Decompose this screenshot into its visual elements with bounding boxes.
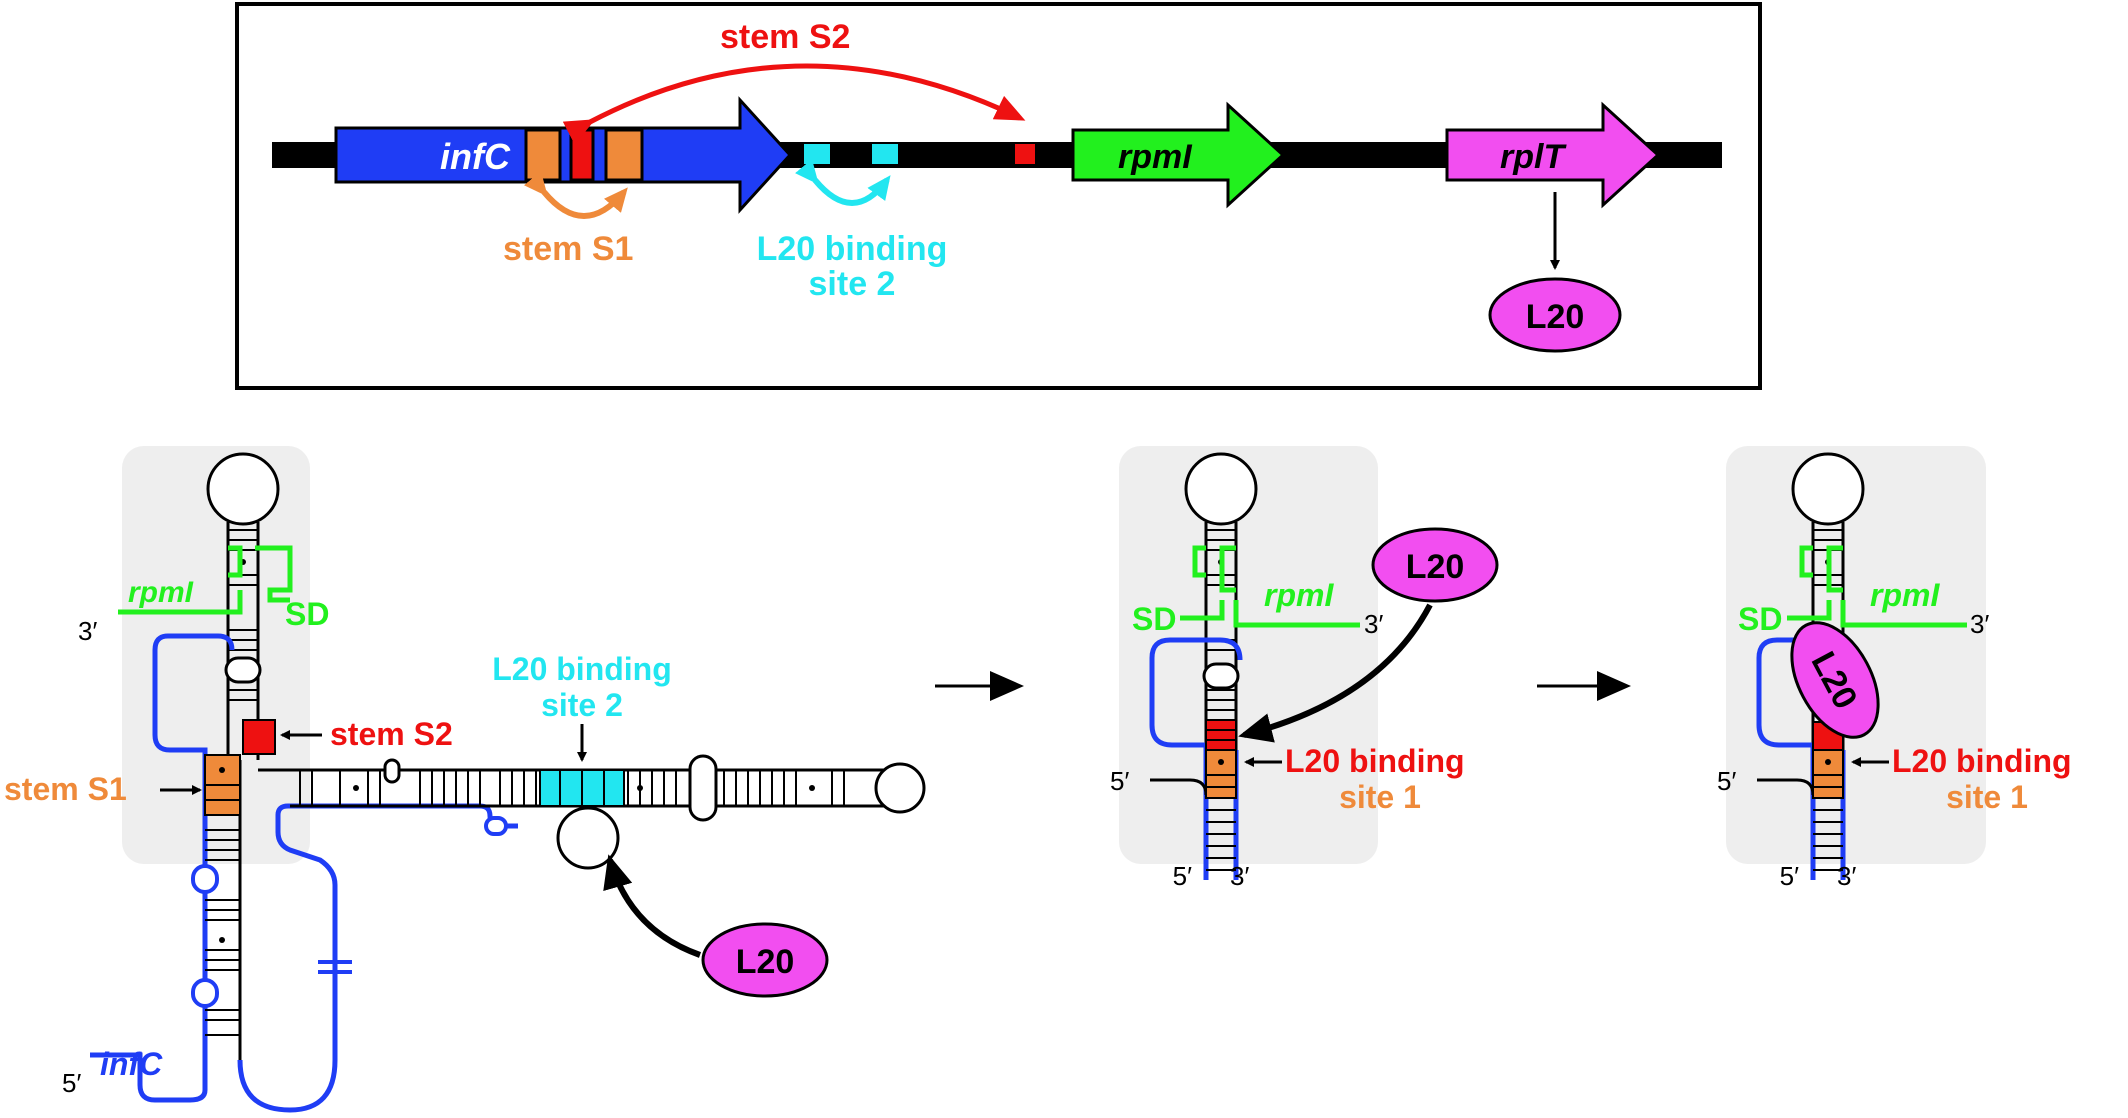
panel1-three-prime: 3′ (78, 616, 97, 646)
panel1-site2-label-line2: site 2 (541, 687, 623, 723)
panel2-infC-loop (1149, 637, 1243, 880)
panel3-gu-dot-2 (1825, 759, 1831, 765)
panel1-stem-s2-block (242, 719, 276, 755)
panel2-sd-label: SD (1132, 601, 1176, 637)
site2-label-top-line2: site 2 (809, 265, 896, 303)
panel1-blue-long-loop (237, 803, 518, 1113)
panel2-l20-protein (1371, 527, 1499, 603)
panel3-sd-label: SD (1738, 601, 1782, 637)
panel1-l20-label: L20 (736, 943, 795, 981)
panel1-bulge-2 (191, 978, 219, 1008)
panel3-sd-strand (1787, 545, 1843, 621)
l20-protein-top (1488, 277, 1622, 353)
panel3-three-prime-bottom: 3′ (1837, 861, 1856, 891)
panel1-infC-label: infC (100, 1046, 163, 1082)
panel1-arm-rungs (299, 770, 845, 806)
l20-protein-top-label: L20 (1526, 298, 1585, 336)
panel1-arm-end-loop (874, 762, 926, 814)
stem-s1-pairing-arrow (524, 171, 628, 219)
panel1-l20-binding-arrow (603, 854, 702, 958)
site2-label-top-line1: L20 binding (757, 230, 948, 268)
panel1-rpmI-strand (118, 545, 243, 615)
panel3-top-loop (1791, 452, 1865, 526)
site2-block-right (870, 142, 900, 166)
panel3-rpmI-strand (1799, 545, 1967, 628)
panel2-three-prime-top: 3′ (1364, 609, 1383, 639)
rplT-gene-arrow (1445, 101, 1661, 209)
stem-s1-block-left (524, 128, 562, 182)
panel1-site2-label-line1: L20 binding (492, 651, 672, 687)
panel1-stem-rungs (228, 529, 258, 701)
panel2-three-prime-bottom: 3′ (1230, 861, 1249, 891)
panel1-internal-bulge (224, 656, 262, 684)
rplT-gene-label: rplT (1500, 138, 1567, 176)
panel1-sd-label: SD (285, 596, 329, 632)
stem-s2-block-left (569, 128, 595, 182)
panel1-l20-protein (701, 922, 829, 998)
panel1-sd-strand (255, 545, 293, 603)
panel2-five-prime-side: 5′ (1110, 766, 1129, 796)
panel3-site1-label-line2: site 1 (1946, 779, 2028, 815)
panel2-site1-label-line2: site 1 (1339, 779, 1421, 815)
panel2-site1-red (1205, 719, 1237, 751)
rpmI-gene-arrow (1071, 101, 1286, 209)
panel1-lower-rungs (205, 829, 240, 1036)
panel1-top-loop (206, 452, 280, 526)
structure-panel-1: rpmI SD 3′ stem S2 stem S1 5′ (4, 446, 926, 1113)
structure-panel-3: SD rpmI 3′ 5′ 5′ 3′ L20 L20 binding site… (1717, 446, 2072, 891)
panel1-arm-bulge-1 (383, 758, 401, 784)
panel1-site2-internal-loop (556, 806, 620, 870)
panel1-five-prime: 5′ (62, 1068, 81, 1098)
panel1-infC-strand (90, 633, 235, 1103)
panel1-gu-dot-2 (219, 937, 225, 943)
panel3-rpmI-label: rpmI (1870, 577, 1940, 613)
panel1-bulge-1 (191, 864, 219, 894)
panel2-sd-strand (1180, 545, 1236, 621)
panel3-site1-label-line1: L20 binding (1892, 743, 2072, 779)
panel3-l20-protein (1790, 621, 1880, 739)
panel1-arm-dot-2 (637, 785, 643, 791)
panel2-top-loop (1184, 452, 1258, 526)
panel1-gu-dot-3 (219, 767, 225, 773)
panel1-arm-dot-3 (809, 785, 815, 791)
panel1-rpmI-label: rpmI (128, 576, 194, 609)
panel1-stem-s1-label: stem S1 (4, 771, 127, 807)
site2-pairing-arrow (795, 159, 891, 206)
panel1-arm-bulge-3 (688, 754, 718, 822)
stem-s1-label-top: stem S1 (503, 230, 633, 268)
panel3-five-prime-bottom: 5′ (1780, 861, 1799, 891)
panel3-five-prime-side: 5′ (1717, 766, 1736, 796)
stem-s2-label-top: stem S2 (720, 18, 850, 56)
panel2-l20-binding-arrow (1238, 603, 1433, 743)
panel2-rpmI-label: rpmI (1264, 577, 1334, 613)
panel2-l20-label: L20 (1406, 548, 1465, 586)
panel2-five-prime-bottom: 5′ (1173, 861, 1192, 891)
infC-gene-label: infC (440, 136, 511, 177)
panel3-three-prime-top: 3′ (1970, 609, 1989, 639)
site2-block-left (802, 142, 832, 166)
panel2-internal-bulge (1202, 662, 1240, 690)
panel3-l20-bound: L20 (1790, 621, 1880, 739)
stem-s2-pairing-arrow (562, 63, 1026, 145)
panel2-rpmI-strand (1192, 545, 1360, 628)
panel1-arm-dot-1 (353, 785, 359, 791)
stem-s2-block-right (1013, 142, 1037, 166)
stem-s1-block-right (604, 128, 644, 182)
operon-panel: infC rpmI rplT stem S2 stem S1 L20 bindi… (235, 2, 1762, 390)
panel2-gu-dot-2 (1218, 759, 1224, 765)
panel3-lower-rungs (1813, 809, 1843, 871)
panel1-arm-bulge-2 (484, 816, 508, 836)
panel2-site1-label-line1: L20 binding (1285, 743, 1465, 779)
panel1-stem-s2-label: stem S2 (330, 716, 453, 752)
panel2-shaded-region (1119, 446, 1378, 864)
rpmI-gene-label: rpmI (1118, 138, 1193, 176)
panel2-lower-rungs (1206, 809, 1236, 871)
structure-panel-2: SD rpmI 3′ 5′ 5′ 3′ L20 L20 binding site… (1110, 446, 1499, 891)
